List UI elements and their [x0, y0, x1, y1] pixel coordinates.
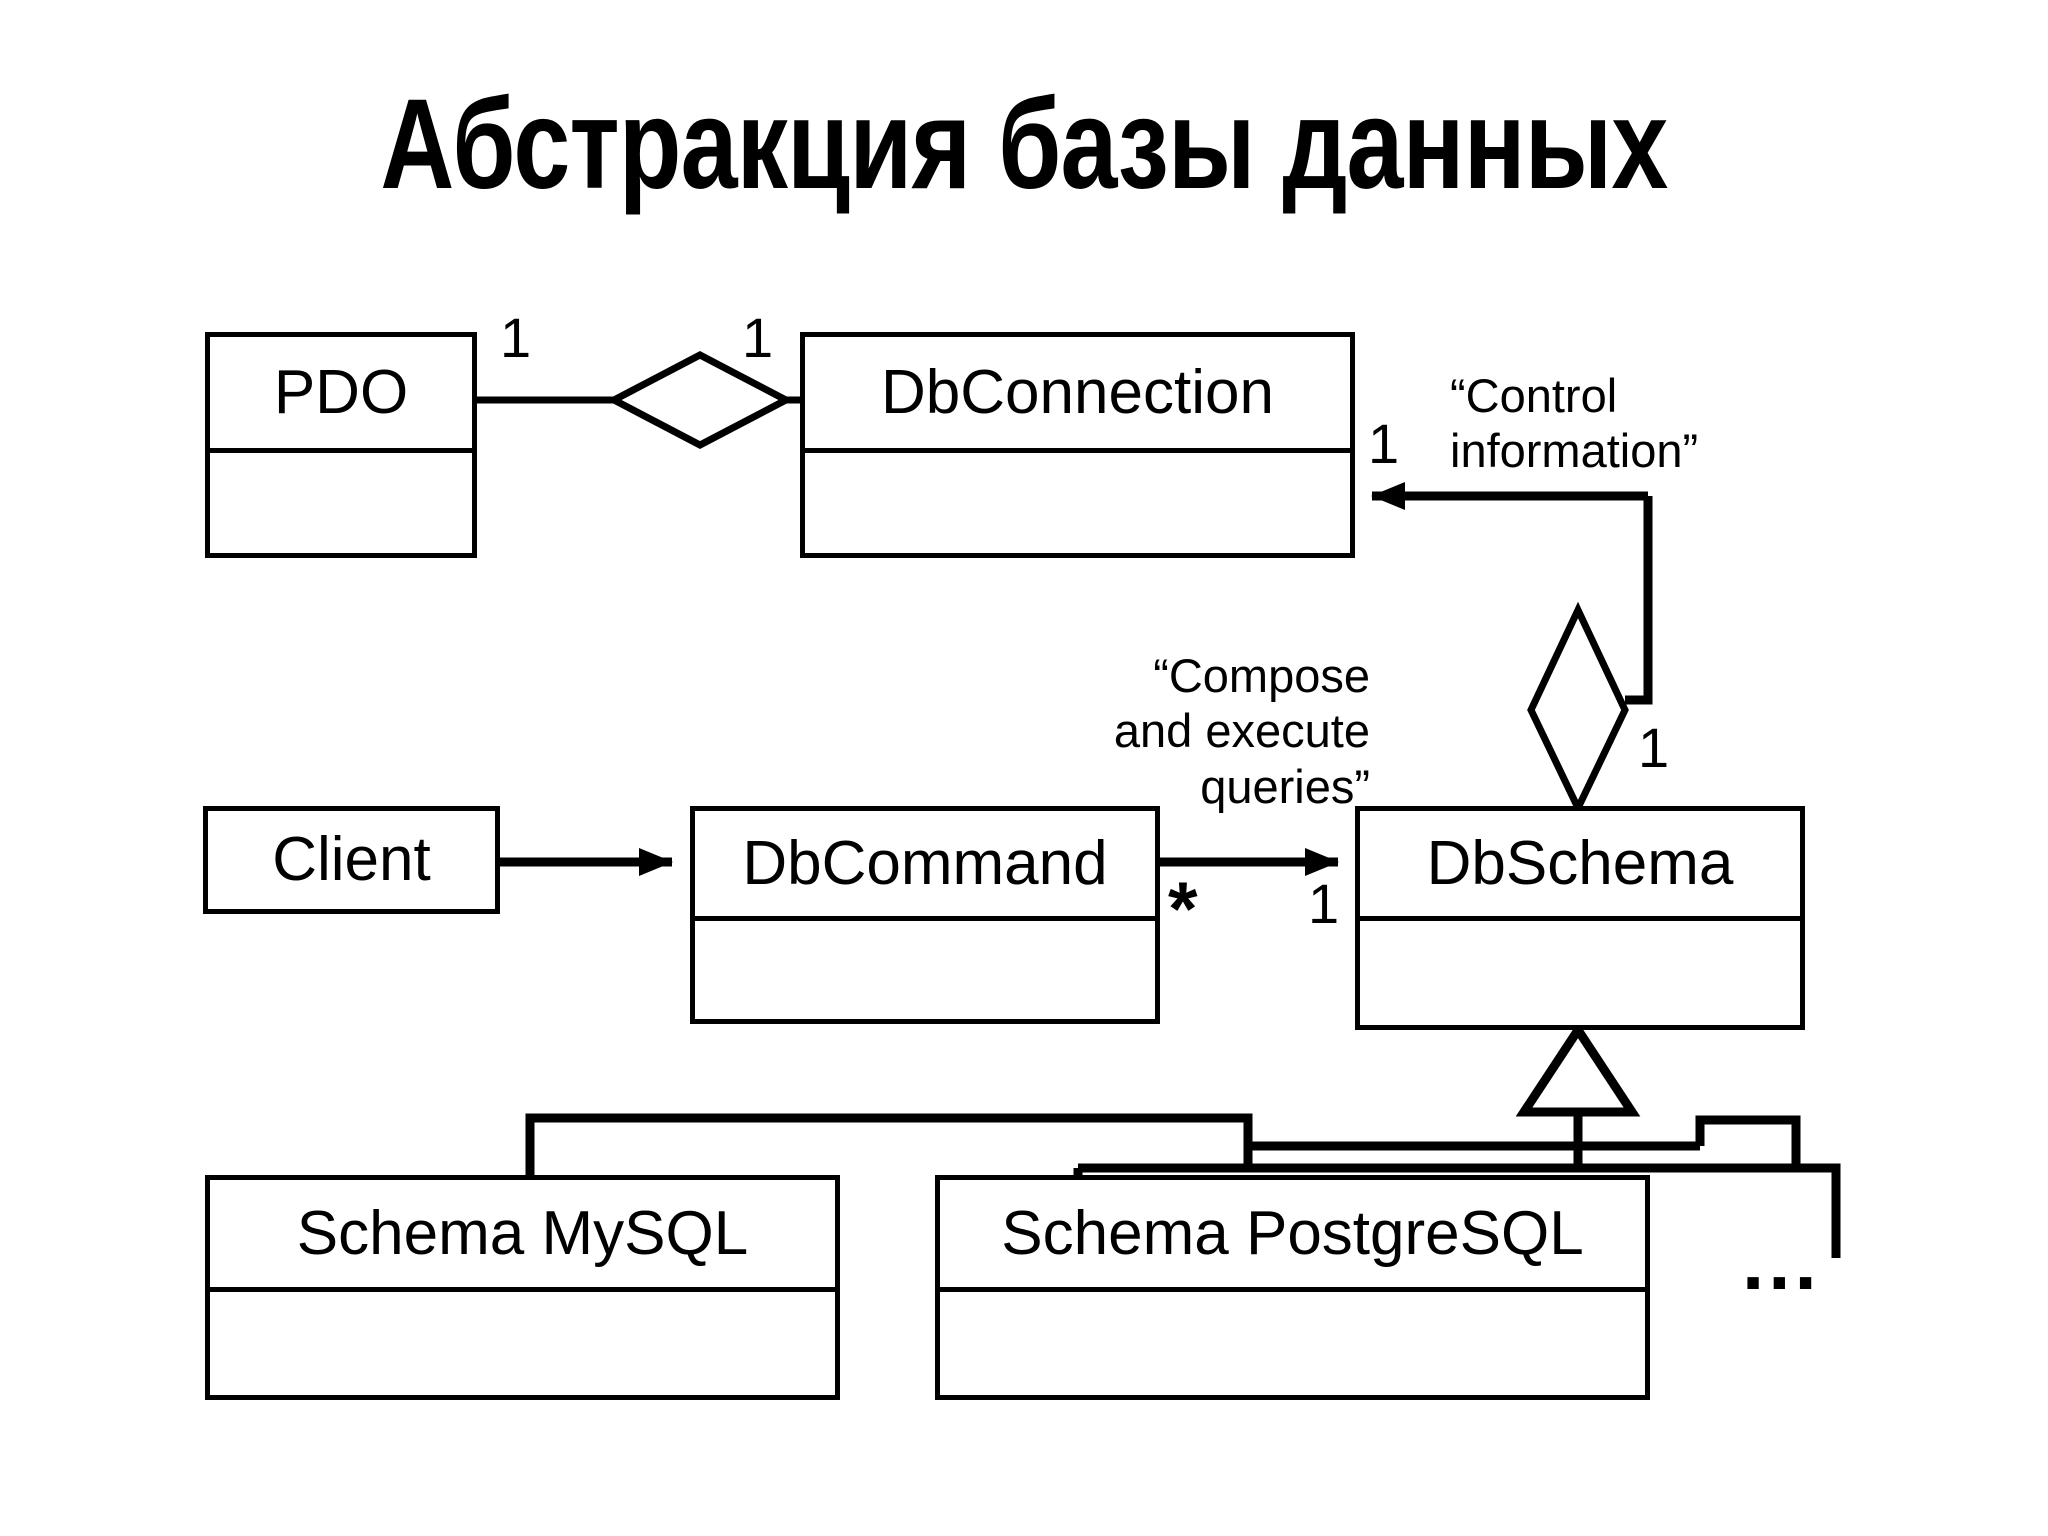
class-box-dbschema[interactable]: DbSchema: [1355, 806, 1805, 1030]
class-attributes-pdo: [210, 453, 472, 553]
multiplicity-dbcommand: *: [1168, 867, 1198, 952]
multiplicity-pdo: 1: [500, 306, 532, 369]
class-box-dbconnection[interactable]: DbConnection: [800, 332, 1355, 558]
class-name-schema-postgresql: Schema PostgreSQL: [940, 1180, 1645, 1292]
page-title: Абстракция базы данных: [380, 73, 1668, 216]
class-attributes-dbconnection: [805, 453, 1350, 553]
note-compose-queries: “Compose and execute queries”: [1113, 649, 1370, 813]
multiplicity-dbschema-owner: 1: [1638, 716, 1670, 779]
multiplicity-dbconnection: 1: [742, 306, 774, 369]
class-name-dbcommand: DbCommand: [695, 811, 1155, 921]
class-attributes-schema-mysql: [210, 1292, 835, 1395]
class-attributes-schema-postgresql: [940, 1292, 1645, 1395]
generalization-triangle: [1515, 1021, 1641, 1117]
class-box-client[interactable]: Client: [203, 806, 500, 914]
multiplicity-dbconnection-control: 1: [1368, 412, 1400, 475]
class-box-dbcommand[interactable]: DbCommand: [690, 806, 1160, 1024]
class-box-schema-postgresql[interactable]: Schema PostgreSQL: [935, 1175, 1650, 1400]
note-control-information: “Control information”: [1450, 369, 1699, 478]
class-name-dbconnection: DbConnection: [805, 337, 1350, 453]
more-subclasses-ellipsis: ...: [1742, 1217, 1821, 1306]
relation-dbschema-dbconnection: [1371, 482, 1653, 817]
class-name-schema-mysql: Schema MySQL: [210, 1180, 835, 1292]
aggregation-diamond-dbschema: [1527, 601, 1629, 817]
class-name-client: Client: [272, 825, 431, 894]
class-attributes-dbcommand: [695, 921, 1155, 1019]
class-box-schema-mysql[interactable]: Schema MySQL: [205, 1175, 840, 1400]
class-attributes-dbschema: [1360, 921, 1800, 1025]
class-name-dbschema: DbSchema: [1360, 811, 1800, 921]
class-name-pdo: PDO: [210, 337, 472, 453]
class-box-pdo[interactable]: PDO: [205, 332, 477, 558]
multiplicity-dbschema: 1: [1308, 872, 1340, 935]
